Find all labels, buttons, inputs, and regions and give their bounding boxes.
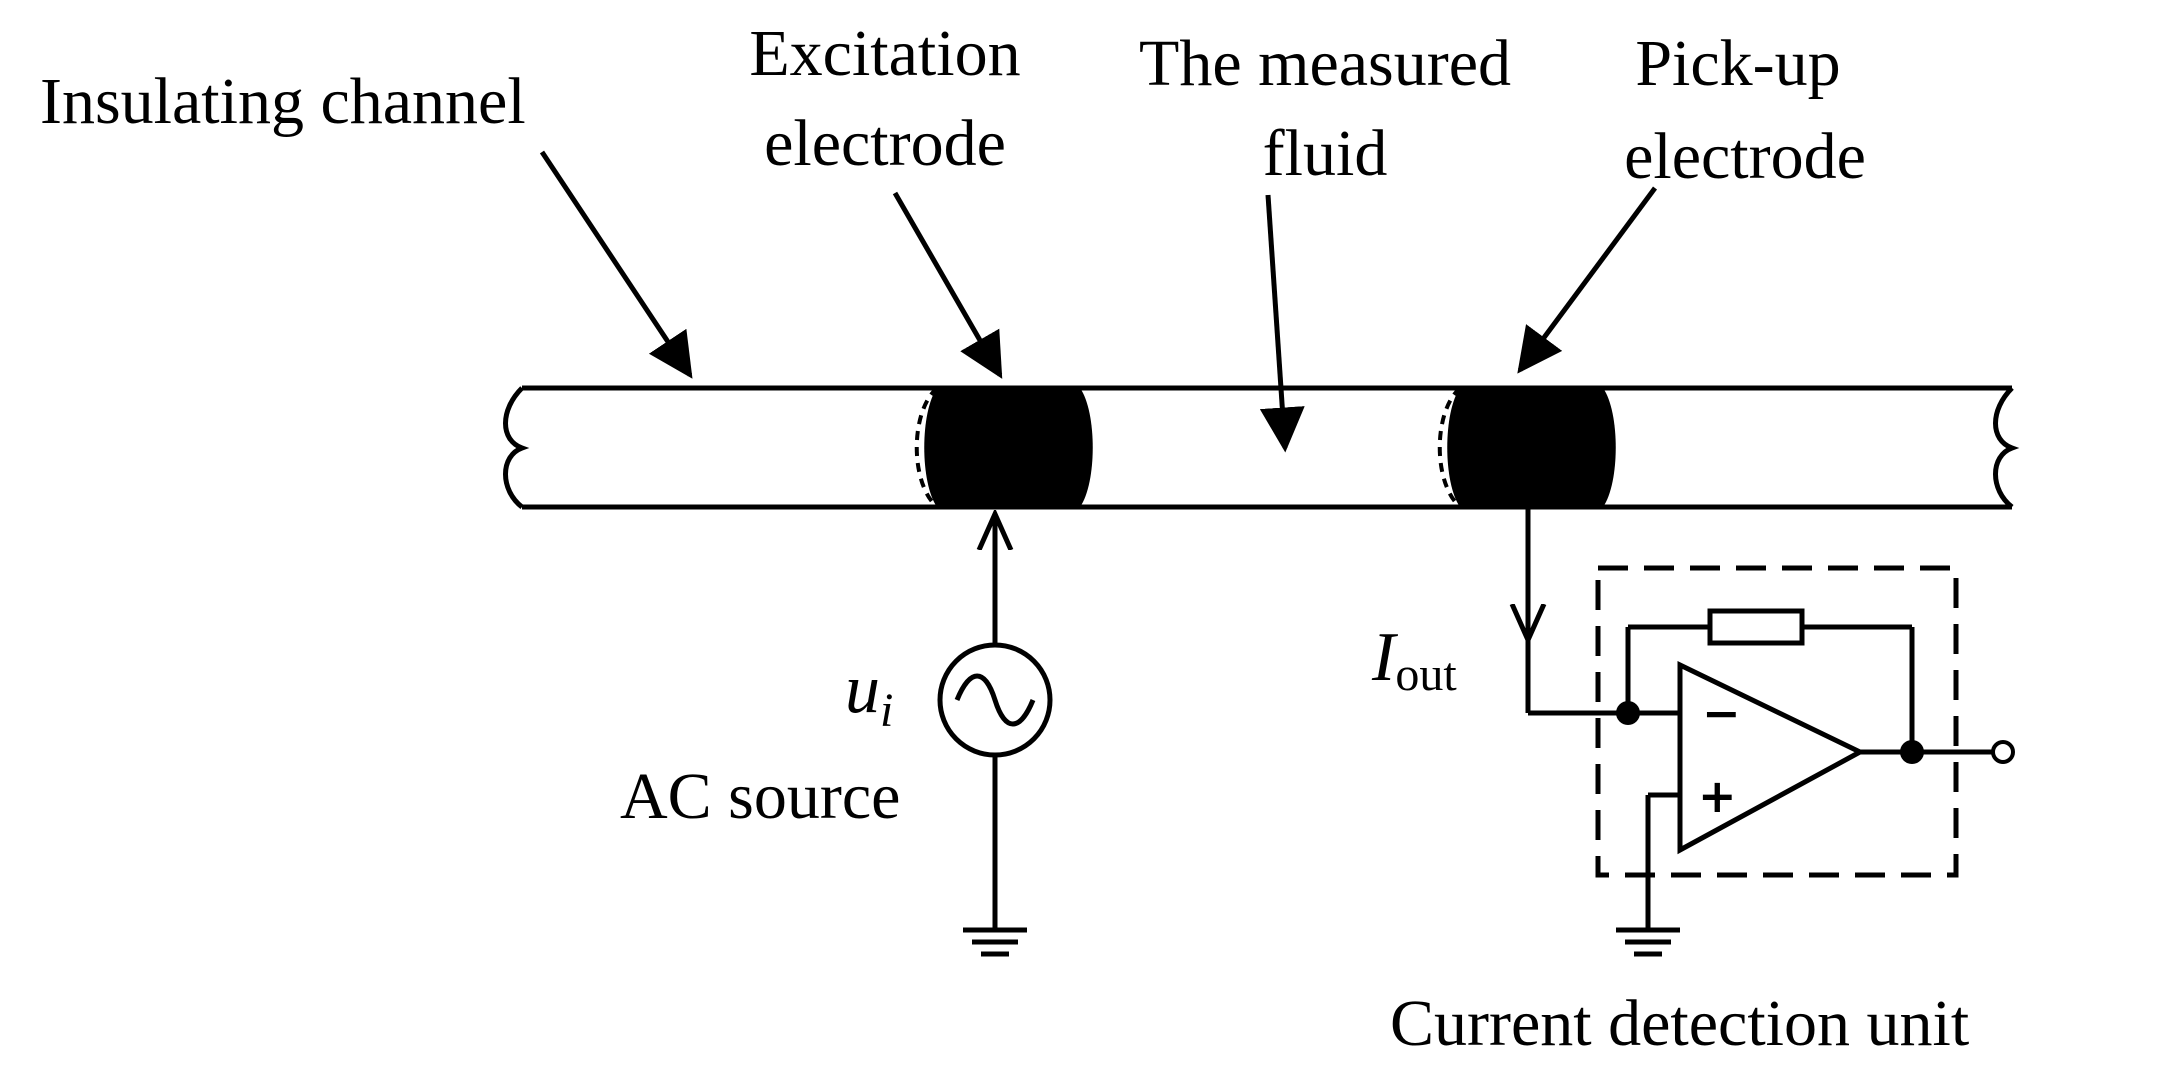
excitation-electrode-arrow	[892, 191, 1003, 379]
label-fluid-line2: fluid	[1263, 117, 1388, 190]
current-detection-wiring: − +	[1528, 507, 2015, 957]
label-current-symbol: Iout	[1371, 619, 1457, 701]
pickup-electrode	[1437, 386, 1616, 509]
label-current-detection-unit: Current detection unit	[1390, 987, 1969, 1060]
ground-icon-detector	[1616, 927, 1680, 957]
label-fluid-line1: The measured	[1139, 27, 1511, 100]
excitation-electrode	[914, 386, 1093, 509]
output-terminal	[1991, 740, 2015, 764]
ac-source-branch	[937, 514, 1053, 957]
insulating-channel-arrow	[539, 150, 693, 379]
label-ac-source: AC source	[620, 760, 900, 833]
label-insulating-channel: Insulating channel	[40, 65, 526, 138]
feedback-resistor	[1707, 608, 1805, 646]
label-pickup-line1: Pick-up	[1635, 27, 1840, 100]
op-amp-minus-sign: −	[1702, 686, 1741, 740]
ground-icon-source	[963, 927, 1027, 957]
measured-fluid-arrow	[1259, 194, 1305, 453]
label-source-symbol: ui	[845, 651, 893, 737]
label-excitation-line1: Excitation	[749, 17, 1020, 90]
op-amp	[1677, 661, 1866, 855]
label-excitation-line2: electrode	[764, 107, 1006, 180]
pickup-electrode-arrow	[1517, 186, 1658, 374]
op-amp-plus-sign: +	[1698, 769, 1737, 823]
insulating-channel-pipe	[503, 385, 2020, 510]
current-detection-unit-box	[1595, 565, 1959, 878]
label-pickup-line2: electrode	[1624, 120, 1866, 193]
